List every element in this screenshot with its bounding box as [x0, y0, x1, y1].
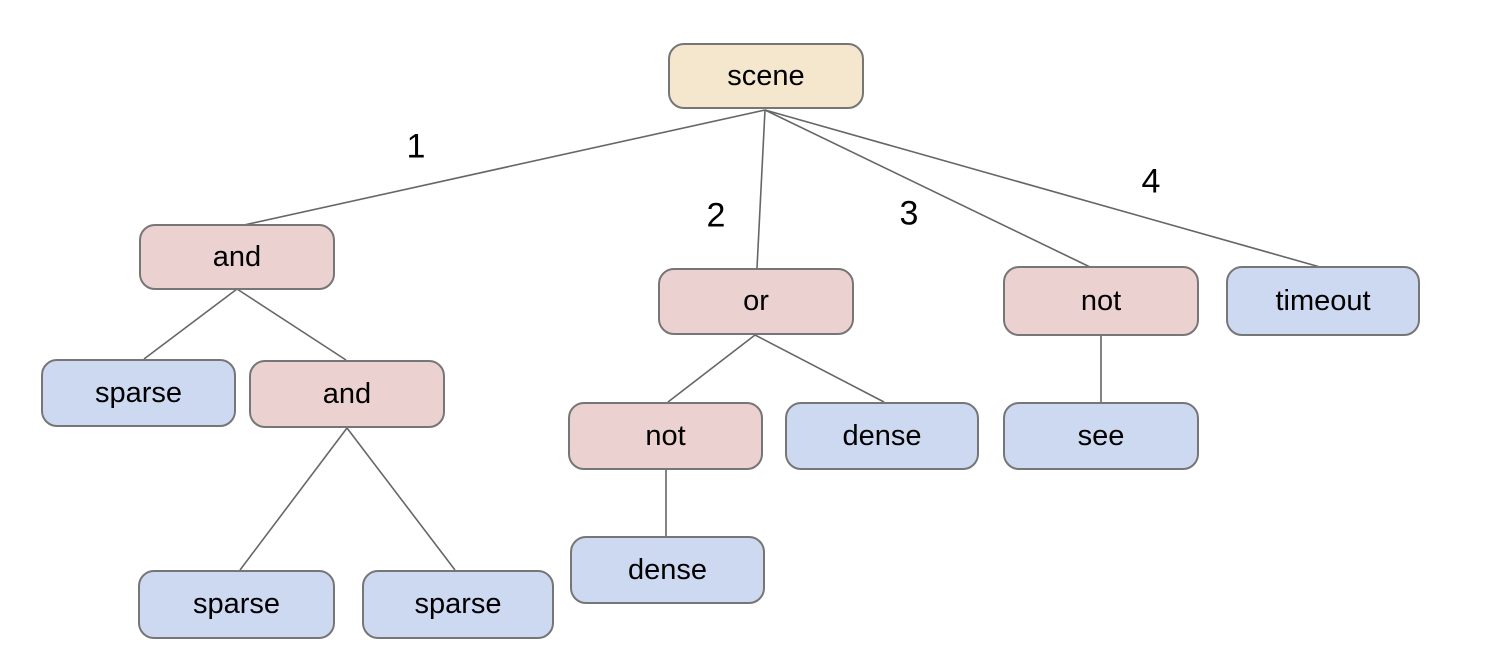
node-scene: scene — [668, 43, 864, 109]
edge-and2-sparse-left — [239, 427, 348, 571]
edge-and2-sparse-right — [346, 427, 456, 571]
node-and-2: and — [249, 360, 445, 428]
node-sparse-bottom-right: sparse — [362, 570, 554, 639]
edge-label-4: 4 — [1141, 162, 1161, 201]
edge-scene-timeout — [764, 109, 1321, 268]
edge-scene-not — [764, 109, 1091, 268]
edge-and-and — [236, 288, 347, 361]
edge-label-1: 1 — [406, 127, 426, 166]
edge-scene-and — [243, 109, 766, 226]
node-not-right: not — [1003, 266, 1199, 336]
node-and-1: and — [139, 224, 335, 290]
node-timeout: timeout — [1226, 266, 1420, 336]
node-see: see — [1003, 402, 1199, 470]
edge-label-3: 3 — [899, 194, 919, 233]
node-sparse-bottom-left: sparse — [138, 570, 335, 639]
node-or: or — [658, 268, 854, 335]
edge-label-2: 2 — [706, 196, 726, 235]
node-not-middle: not — [568, 402, 763, 470]
edge-and-sparse — [143, 288, 238, 360]
edge-or-not — [667, 334, 756, 403]
edge-or-dense — [754, 334, 885, 403]
node-dense-right: dense — [785, 402, 979, 470]
edge-scene-or — [756, 109, 766, 269]
node-dense-bottom: dense — [570, 536, 765, 604]
node-sparse-left: sparse — [41, 359, 236, 427]
